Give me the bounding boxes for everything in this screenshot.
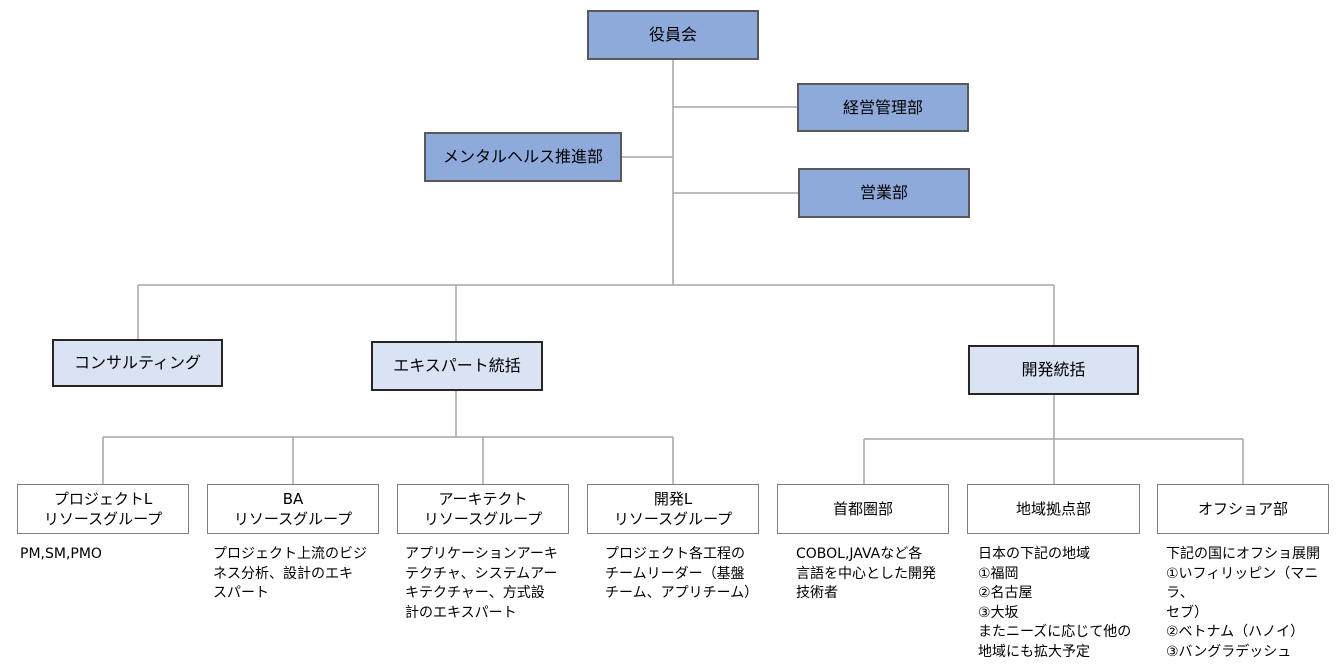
- dev-box: 開発統括: [968, 345, 1139, 395]
- dev-label: 開発統括: [1021, 360, 1086, 379]
- regional-box: 地域拠点部: [967, 484, 1140, 534]
- offshore-box: オフショア部: [1157, 484, 1329, 534]
- metro-label: 首都圏部: [832, 500, 893, 518]
- offshore-label: オフショア部: [1197, 500, 1288, 518]
- offshore-description: 下記の国にオフショ展開 ①いフィリッピン（マニラ、 セブ） ②ベトナム（ハノイ）…: [1166, 546, 1320, 660]
- ba-description: プロジェクト上流のビジ ネス分析、設計のエキ スパート: [213, 546, 367, 601]
- ba-box: BA リソースグループ: [207, 484, 379, 534]
- mgmt-label: 経営管理部: [842, 97, 923, 117]
- mental-health-box: メンタルヘルス推進部: [424, 132, 622, 182]
- board-label: 役員会: [648, 25, 697, 44]
- arch-label: アーキテクト リソースグループ: [423, 490, 543, 528]
- expert-label: エキスパート統括: [393, 356, 521, 375]
- board-box: 役員会: [587, 10, 759, 60]
- devl-description: プロジェクト各工程の チームリーダー（基盤 チーム、アプリチーム）: [605, 546, 759, 601]
- pml-label: プロジェクトL リソースグループ: [43, 490, 163, 528]
- ba-label: BA リソースグループ: [233, 490, 353, 528]
- arch-box: アーキテクト リソースグループ: [397, 484, 569, 534]
- mgmt-box: 経営管理部: [797, 83, 969, 132]
- mental-health-label: メンタルヘルス推進部: [442, 147, 603, 166]
- metro-box: 首都圏部: [777, 484, 949, 534]
- consulting-label: コンサルティング: [73, 353, 202, 372]
- metro-description: COBOL,JAVAなど各 言語を中心とした開発 技術者: [796, 546, 936, 601]
- pml-box: プロジェクトL リソースグループ: [17, 484, 189, 534]
- sales-box: 営業部: [798, 168, 970, 218]
- arch-description: アプリケーションアーキ テクチャ、システムアー キテクチャー、方式設 計のエキス…: [405, 546, 558, 621]
- regional-label: 地域拠点部: [1015, 500, 1091, 518]
- regional-description: 日本の下記の地域 ①福岡 ②名古屋 ③大坂 またニーズに応じて他の 地域にも拡大…: [978, 546, 1132, 660]
- devl-label: 開発L リソースグループ: [613, 490, 733, 528]
- expert-box: エキスパート統括: [371, 341, 543, 391]
- consulting-box: コンサルティング: [52, 339, 223, 387]
- pml-description: PM,SM,PMO: [20, 546, 102, 562]
- devl-box: 開発L リソースグループ: [587, 484, 759, 534]
- sales-label: 営業部: [859, 183, 908, 202]
